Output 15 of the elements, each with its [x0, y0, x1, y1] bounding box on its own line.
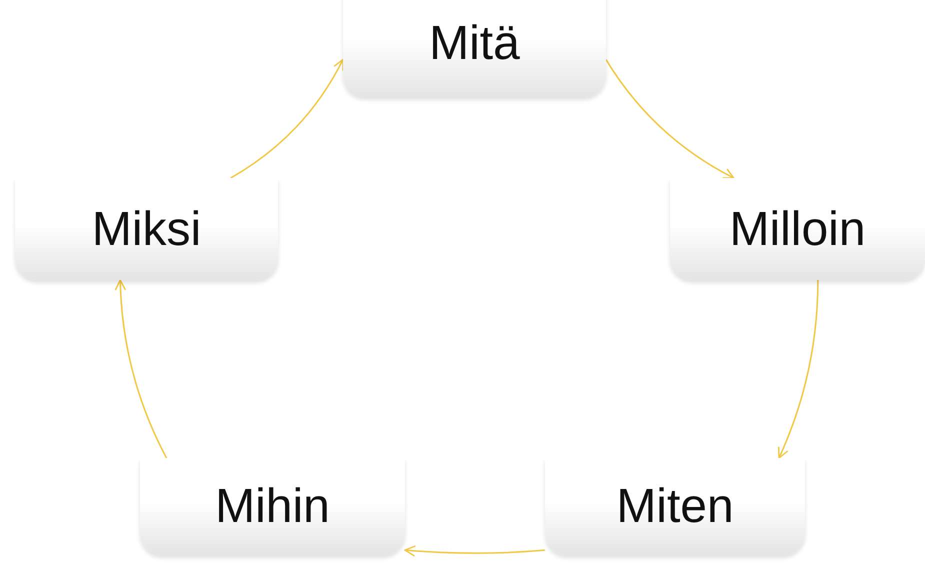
curved-arrow — [114, 279, 168, 458]
curved-arrow — [778, 280, 819, 459]
curved-arrow — [404, 545, 546, 557]
node-label: Milloin — [729, 202, 866, 256]
rounded-box — [140, 458, 405, 555]
curved-arrow — [230, 58, 344, 179]
node-label: Mihin — [215, 479, 330, 534]
curved-arrow — [605, 59, 734, 179]
rounded-box — [15, 178, 278, 280]
rounded-box — [343, 0, 606, 97]
node-label: Mitä — [429, 16, 520, 71]
rounded-box — [545, 458, 805, 555]
rounded-box — [670, 178, 925, 280]
node-label: Miksi — [92, 202, 202, 256]
node-label: Miten — [616, 479, 734, 534]
